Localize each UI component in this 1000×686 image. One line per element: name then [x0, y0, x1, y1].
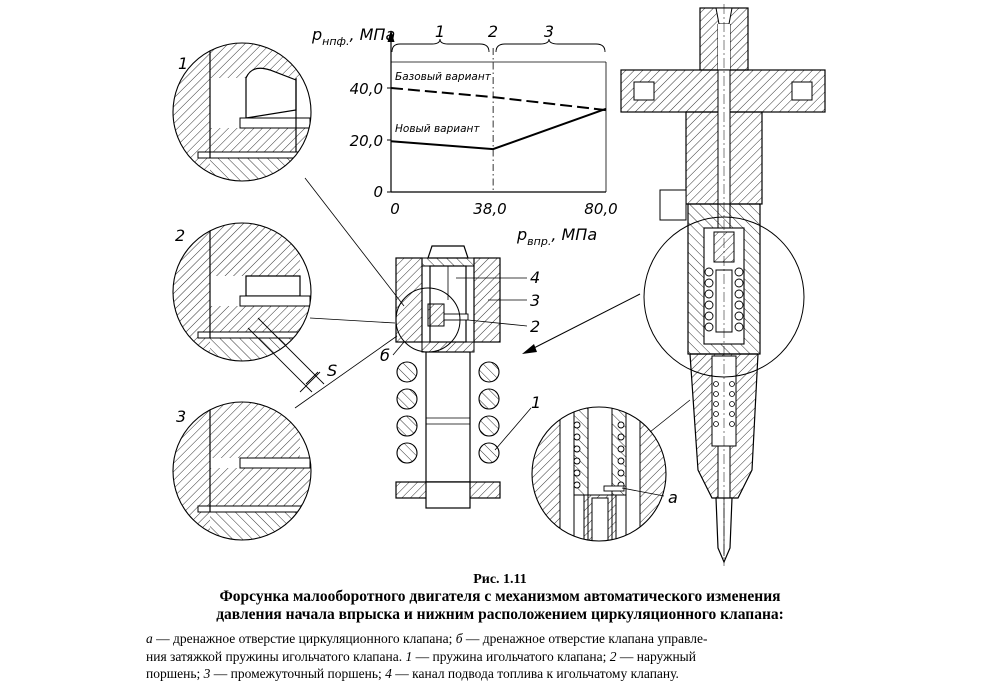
y-axis-label: pнпф., МПа [311, 25, 395, 48]
series-new-line [390, 107, 607, 151]
part-label-4: 4 [530, 268, 540, 287]
caption-number: Рис. 1.11 [473, 572, 527, 587]
series-base-line [390, 87, 607, 112]
x-tick-0: 0 [390, 200, 400, 218]
y-tick-40: 40,0 [350, 80, 383, 98]
detail-circle-a [531, 406, 667, 542]
legend-text-b: — дренажное отверстие клапана управле- [462, 631, 708, 646]
injector-figure: pнпф., МПа 0 20,0 40,0 0 38,0 80,0 pвпр.… [172, 4, 826, 566]
legend-key-2: 2 [609, 648, 617, 664]
gap-dimension [247, 317, 325, 393]
hole-b-label: б [380, 346, 390, 365]
zone-label-3: 3 [544, 22, 554, 41]
hole-a-label: а [668, 488, 678, 507]
y-axis-arrow [387, 30, 395, 42]
legend-key-a: а [146, 631, 153, 646]
x-tick-80: 80,0 [584, 200, 617, 218]
detail-label-1: 1 [178, 54, 188, 73]
legend-text-2-cont: поршень; [146, 666, 204, 681]
detail-circle-3 [172, 401, 312, 541]
caption-title-line2: давления начала впрыска и нижним располо… [216, 606, 784, 623]
y-tick-20: 20,0 [350, 132, 383, 150]
part-leaders [392, 277, 532, 451]
detail-leader-lines [294, 177, 405, 409]
spring-coils [396, 361, 500, 464]
gap-label: S [327, 361, 337, 380]
series-base-label: Базовый вариант [395, 71, 492, 83]
detail-circle-2 [172, 222, 312, 362]
figure-legend: а — дренажное отверстие циркуляционного … [146, 630, 866, 683]
detail-label-3: 3 [176, 407, 186, 426]
part-label-1: 1 [531, 393, 541, 412]
legend-text-b-cont: ния затяжкой пружины игольчатого клапана… [146, 648, 406, 664]
legend-key-b: б [455, 631, 463, 646]
legend-text-a: — дренажное отверстие циркуляционного кл… [152, 631, 456, 646]
y-tick-0: 0 [373, 183, 383, 201]
hole-a-leader [621, 487, 665, 497]
legend-text-4: — канал подвода топлива к игольчатому кл… [391, 666, 679, 681]
legend-line3: поршень; 3 — промежуточный поршень; 4 — … [146, 665, 866, 683]
caption-title-line1: Форсунка малооборотного двигателя с меха… [219, 588, 781, 605]
zone-bracket-3 [495, 38, 606, 53]
detail-label-2: 2 [175, 226, 185, 245]
legend-text-3: — промежуточный поршень; [210, 666, 386, 681]
injector-body [620, 4, 826, 566]
x-tick-38: 38,0 [473, 200, 506, 218]
pointer-arrow [522, 293, 641, 354]
zone-bracket-1 [391, 38, 490, 53]
detail-a-leader [649, 399, 691, 433]
legend-text-2: — наружный [616, 648, 696, 664]
legend-line2: ния затяжкой пружины игольчатого клапана… [146, 648, 866, 666]
legend-line1: а — дренажное отверстие циркуляционного … [146, 630, 866, 648]
part-label-2: 2 [530, 317, 540, 336]
legend-key-1: 1 [405, 648, 413, 664]
detail-circle-1 [172, 42, 312, 182]
legend-key-3: 3 [203, 666, 211, 681]
zone-label-1: 1 [435, 22, 445, 41]
figure-caption: Рис. 1.11 Форсунка малооборотного двигат… [60, 572, 940, 624]
pressure-chart: pнпф., МПа 0 20,0 40,0 0 38,0 80,0 pвпр.… [311, 22, 618, 248]
legend-key-4: 4 [385, 666, 392, 681]
valve-assembly [395, 245, 501, 509]
series-new-label: Новый вариант [395, 123, 480, 135]
legend-text-1: — пружина игольчатого клапана; [412, 648, 610, 664]
zone-label-2: 2 [488, 22, 498, 41]
x-axis-label: pвпр., МПа [516, 225, 597, 248]
part-label-3: 3 [530, 291, 540, 310]
